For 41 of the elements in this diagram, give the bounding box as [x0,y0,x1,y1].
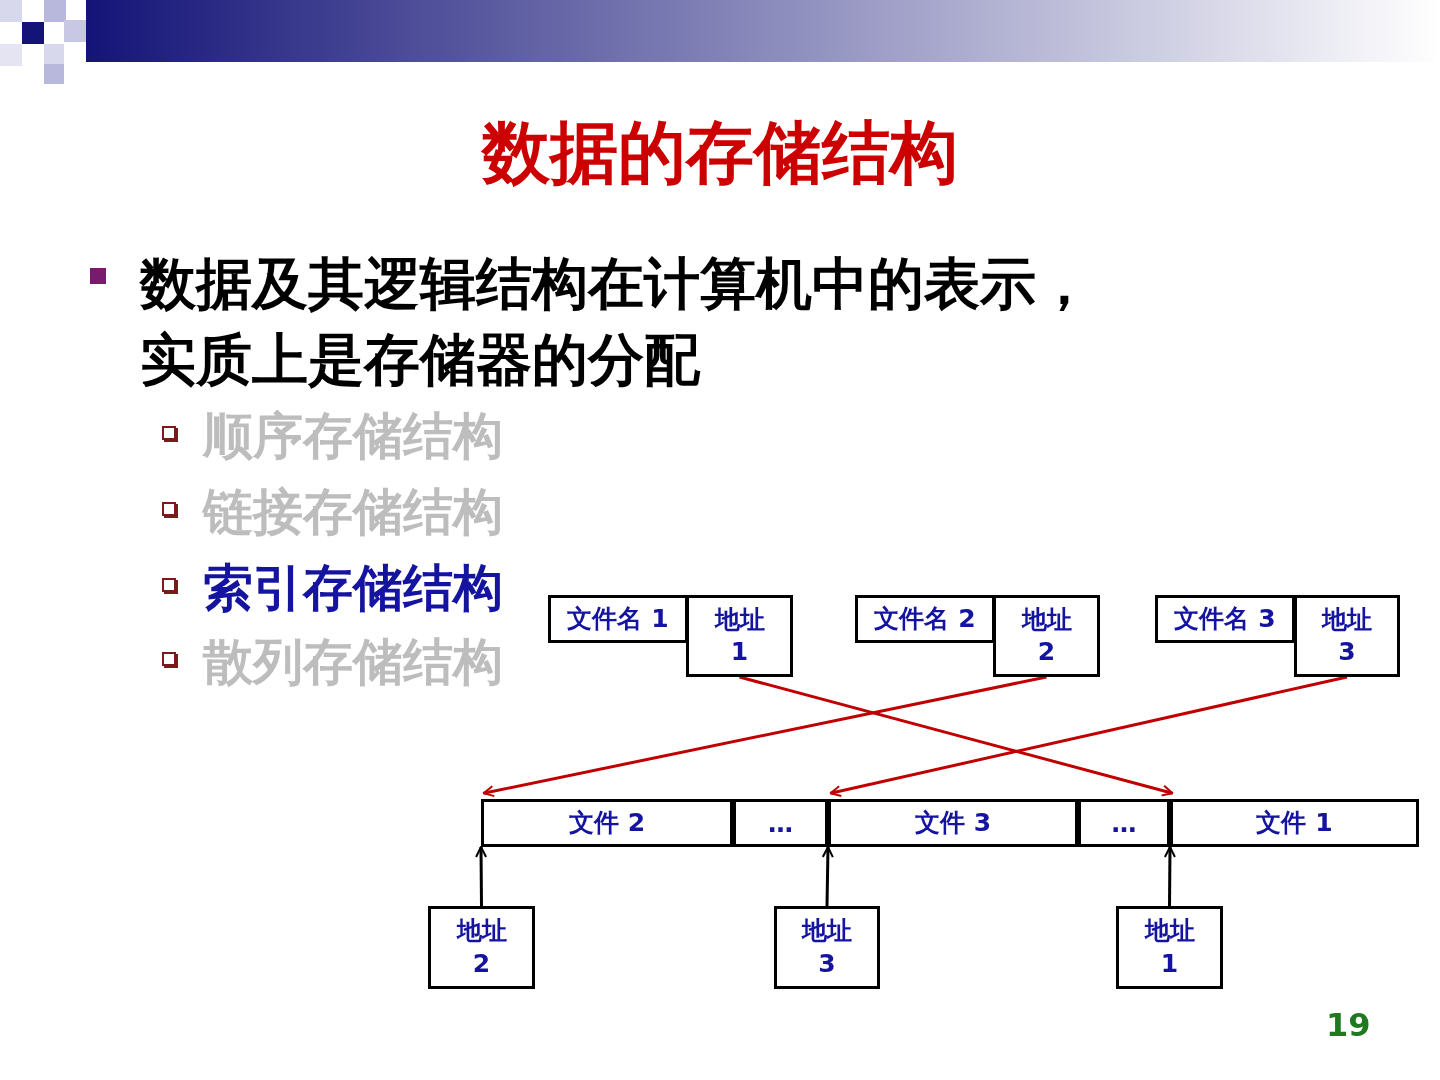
memory-box [1078,799,1170,847]
box-label: 文件名 3 [1174,602,1276,635]
box-label: … [1111,808,1137,840]
memory-box [686,595,793,677]
memory-box [828,799,1078,847]
arrow [739,675,1174,797]
memory-box [774,906,880,989]
box-label: 地址 3 [800,915,853,980]
list-item-text: 链接存储结构 [203,482,503,542]
box-label: 地址 3 [1320,603,1373,668]
memory-box [1116,906,1223,989]
arrow [475,846,488,906]
arrow [482,675,1047,798]
memory-box [1155,595,1295,643]
memory-box [993,595,1100,677]
box-label: 地址 2 [455,915,508,980]
memory-box [481,799,733,847]
list-item-text: 散列存储结构 [203,632,503,692]
memory-box [548,595,688,643]
arrow [829,675,1348,797]
memory-box [1294,595,1400,677]
arrow [1163,846,1176,906]
box-label: 地址 1 [1143,915,1196,980]
memory-box [855,595,995,643]
list-item-text: 顺序存储结构 [203,406,503,466]
box-label: 文件 1 [1256,806,1333,839]
memory-box [733,799,828,847]
arrow [821,846,834,907]
box-label: 文件名 2 [874,602,976,635]
memory-box [1170,799,1419,847]
box-label: 地址 2 [1020,603,1073,668]
memory-box [428,906,535,989]
bullet-text: 数据及其逻辑结构在计算机中的表示，实质上是存储器的分配 [140,250,1093,394]
list-item-text: 索引存储结构 [203,558,503,618]
box-label: 文件名 1 [567,602,669,635]
box-label: 文件 3 [914,806,992,839]
page-number: 19 [1326,1006,1371,1044]
box-label: 文件 2 [568,806,646,839]
slide-title: 数据的存储结构 [480,112,959,194]
box-label: … [768,808,793,840]
box-label: 地址 1 [713,603,766,668]
